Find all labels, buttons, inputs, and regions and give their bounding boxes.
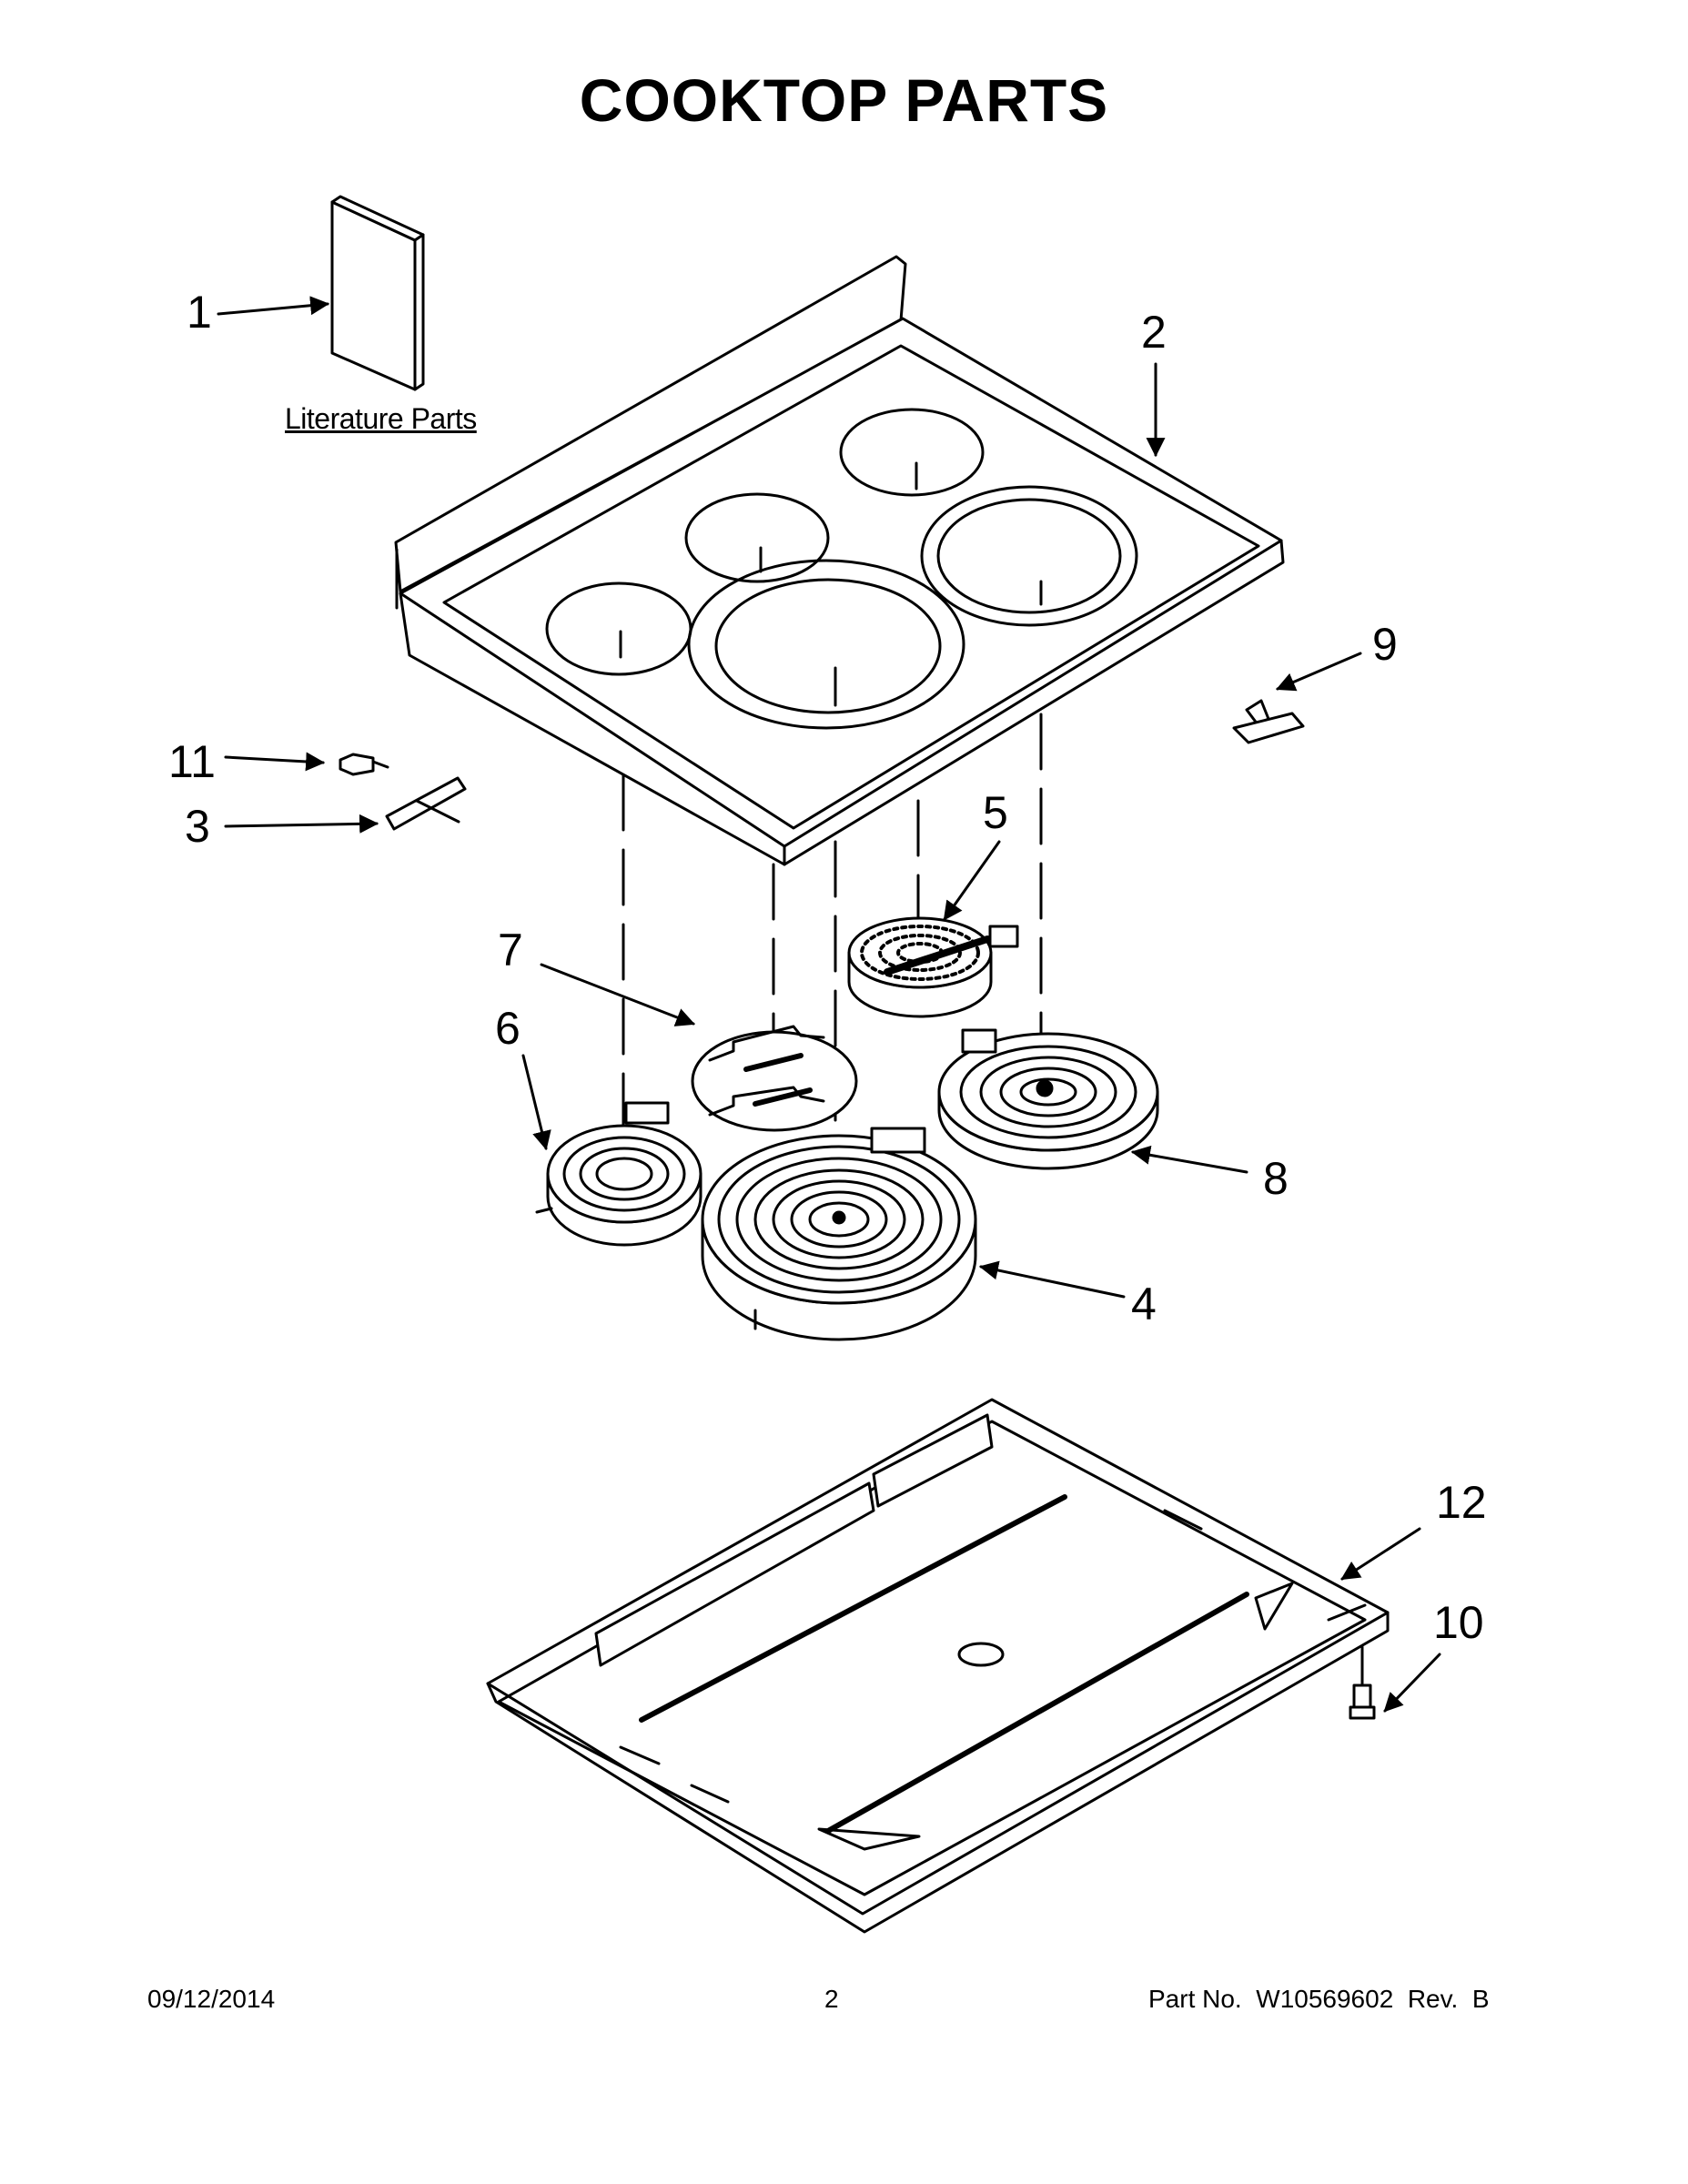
coil-element-large-front	[701, 1127, 977, 1341]
footer-date: 09/12/2014	[147, 1985, 276, 2013]
literature-booklet	[330, 195, 425, 391]
callout-10: 10	[1433, 1597, 1484, 1648]
coil-element-right	[937, 1028, 1159, 1170]
callout-4: 4	[1131, 1279, 1157, 1330]
callout-11: 11	[168, 736, 216, 787]
callout-5: 5	[983, 787, 1008, 838]
page-title: COOKTOP PARTS	[579, 66, 1109, 134]
footer-part-number: Part No. W10569602 Rev. B	[1148, 1985, 1490, 2013]
radiant-element-small	[847, 916, 1019, 1018]
callout-1: 1	[187, 287, 212, 338]
callout-2: 2	[1141, 307, 1167, 358]
callout-12: 12	[1436, 1477, 1487, 1528]
element-insulation-pad	[691, 1025, 858, 1132]
mounting-screw	[1349, 1645, 1376, 1720]
literature-parts-label: Literature Parts	[285, 402, 477, 435]
coil-element-small-left	[535, 1101, 702, 1247]
cooktop-support-tray	[486, 1398, 1390, 1934]
callout-9: 9	[1372, 619, 1398, 670]
callout-6: 6	[495, 1003, 521, 1054]
callout-7: 7	[498, 925, 523, 976]
mounting-bracket	[1232, 699, 1305, 744]
callout-3: 3	[185, 801, 210, 852]
callout-8: 8	[1263, 1153, 1289, 1204]
footer-page-number: 2	[824, 1985, 839, 2013]
screw-and-clip	[339, 753, 467, 831]
callout-leaders	[217, 296, 1441, 1713]
cooktop-glass	[394, 255, 1285, 866]
